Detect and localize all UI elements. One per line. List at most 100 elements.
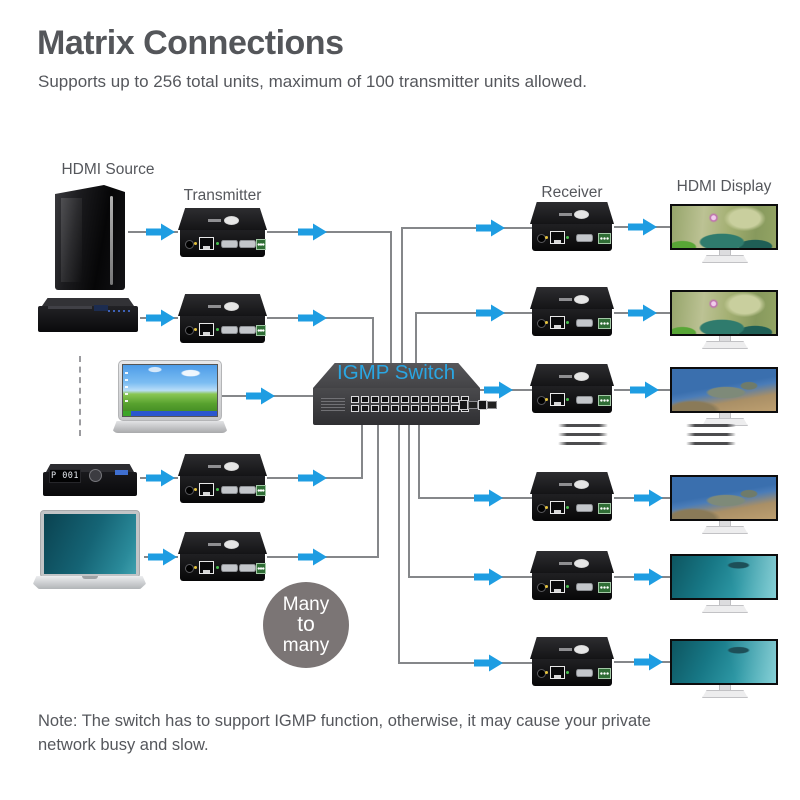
note-text: Note: The switch has to support IGMP fun… [38,712,651,754]
hdmi-port [220,486,238,494]
brand-text [558,648,572,651]
switch-ethernet-port [351,396,359,403]
terminal-block-port [597,668,611,679]
brand-logo-icon [224,302,240,311]
device-front [531,573,613,600]
arrow-icon [484,381,513,399]
tv-stand-base [702,605,748,613]
arrow-icon [474,489,503,507]
macbook-source [40,510,140,578]
arrow-icon [634,489,663,507]
device-top [178,532,267,554]
status-led [565,321,569,324]
dc-jack-port [536,583,546,592]
receiver-unit-1 [530,202,614,252]
switch-ethernet-port [361,396,369,403]
device-top [530,202,614,224]
macbook-base [33,576,146,589]
switch-ethernet-port [391,405,399,412]
hdmi-port [575,396,593,404]
transmitter-unit-2 [178,294,267,344]
device-top [530,364,614,386]
dc-jack-port [184,326,194,335]
brand-text [208,543,222,546]
brand-logo-icon [573,372,589,381]
status-led [215,242,219,245]
brand-logo-icon [573,480,589,489]
rj45-port [198,483,214,496]
dc-jack-port [536,234,546,243]
status-led [193,488,197,491]
status-led [215,566,219,569]
arrow-icon [634,568,663,586]
switch-ethernet-port [371,396,379,403]
many-to-many-text: many [282,635,330,656]
brand-text [208,465,222,468]
terminal-block-port [255,239,266,250]
rj45-port [549,231,565,244]
tv-picture-lotus [672,292,776,334]
device-front [179,554,266,581]
brand-logo-icon [573,559,589,568]
brand-logo-icon [573,295,589,304]
hdmi-port [220,564,238,572]
dc-jack-port [536,504,546,513]
brand-text [208,219,222,222]
hdmi-port [575,669,593,677]
led-display: P 001 [49,469,81,483]
transmitter-label: Transmitter [183,187,262,204]
hdmi-port [575,583,593,591]
device-top [530,551,614,573]
terminal-block-port [597,233,611,244]
switch-ethernet-port [441,405,449,412]
igmp-switch-front [313,388,497,425]
dc-jack-port [536,396,546,405]
hdmi-port [238,564,256,572]
receiver-unit-4 [530,472,614,522]
arrow-icon [246,387,275,405]
status-led [544,585,548,588]
tv-picture-ocean [672,641,776,683]
continuation-ellipsis [686,433,736,436]
brand-logo-icon [224,462,240,471]
device-top [178,208,267,230]
device-front [179,476,266,503]
status-led [544,671,548,674]
hdmi-port [575,319,593,327]
switch-ethernet-port [391,396,399,403]
switch-ethernet-port [381,396,389,403]
igmp-switch-label: IGMP Switch [337,361,456,384]
hdmi-port [220,240,238,248]
status-led [565,671,569,674]
arrow-icon [146,309,175,327]
rj45-port [198,561,214,574]
continuation-ellipsis [686,442,736,445]
receiver-unit-6 [530,637,614,687]
transmitter-unit-4 [178,532,267,582]
device-front [531,494,613,521]
switch-sfp-slot [468,401,478,409]
switch-ethernet-port [401,405,409,412]
device-top [530,287,614,309]
tv-stand-base [702,526,748,534]
transmitter-unit-3 [178,454,267,504]
terminal-block-port [255,325,266,336]
page-title: Matrix Connections [37,24,344,62]
taskbar [123,411,217,416]
arrow-icon [476,219,505,237]
arrow-icon [628,304,657,322]
hdmi-port [238,486,256,494]
device-top [530,637,614,659]
receiver-label: Receiver [541,184,603,201]
device-top [178,294,267,316]
rj45-port [549,666,565,679]
status-led [193,328,197,331]
status-led [565,398,569,401]
device-top [530,472,614,494]
switch-vent [321,398,345,411]
arrow-icon [298,309,327,327]
terminal-block-port [255,563,266,574]
brand-text [208,305,222,308]
disc-tray [48,306,92,309]
